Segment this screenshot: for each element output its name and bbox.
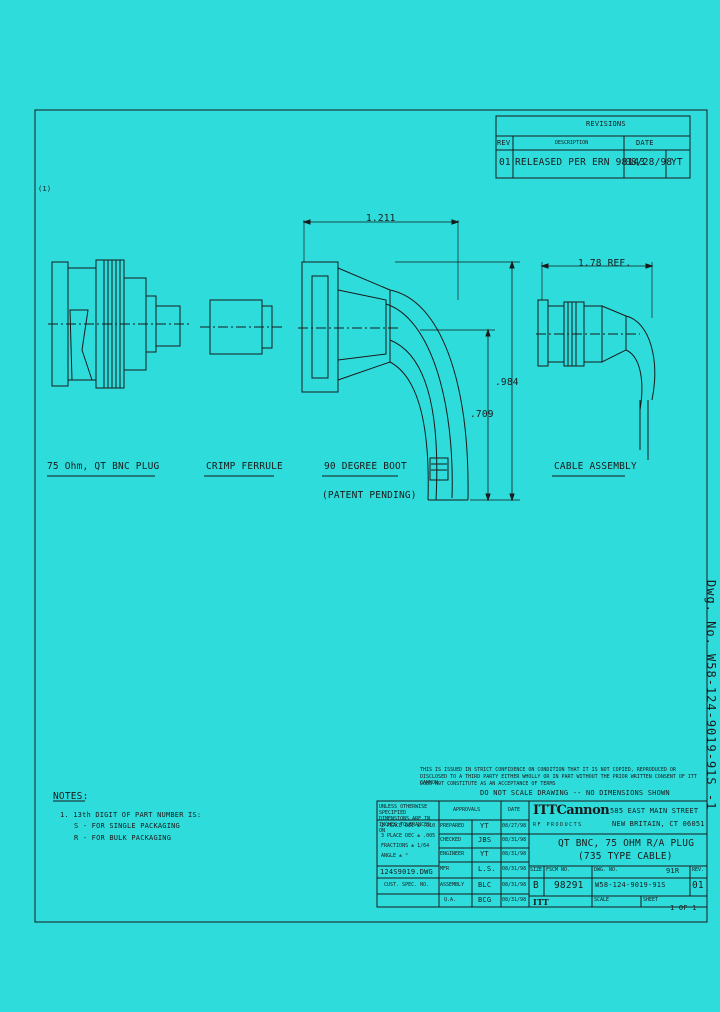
approval-date: 08/31/98: [502, 882, 527, 888]
customer-spec-label: CUST. SPEC. NO.: [384, 882, 430, 888]
label-patent-pending: (PATENT PENDING): [322, 490, 417, 501]
notes-title: NOTES:: [53, 791, 89, 802]
approval-name: BCG: [478, 896, 492, 904]
revisions-block: [495, 115, 691, 179]
note-1b: R - FOR BULK PACKAGING: [74, 834, 172, 842]
approval-date: 08/31/98: [502, 866, 527, 872]
approvals-header: APPROVALS: [453, 807, 481, 813]
dwg-no-value: W58-124-9019-91S: [595, 881, 666, 889]
note-1: 1. 13th DIGIT OF PART NUMBER IS:: [60, 811, 202, 819]
scale-label: SCALE: [594, 897, 610, 903]
label-crimp-ferrule: CRIMP FERRULE: [206, 461, 283, 472]
company-address-2: NEW BRITAIN, CT 06051: [612, 820, 705, 828]
crimp-ferrule-drawing: [200, 299, 282, 355]
size-label: SIZE: [530, 867, 543, 873]
approval-role: PREPARED: [440, 823, 465, 829]
company-address-1: 585 EAST MAIN STREET: [610, 807, 699, 815]
tolerance-3-place: 3 PLACE DEC ± .005: [381, 833, 436, 839]
company-logo: ITTCannon: [533, 803, 610, 818]
fscm-value: 98291: [554, 880, 584, 891]
date-col-header: DATE: [636, 139, 654, 147]
company-subtitle: RF PRODUCTS: [533, 822, 583, 828]
approval-date: 08/31/98: [502, 851, 527, 857]
approval-role: ENGINEER: [440, 851, 465, 857]
approval-date: 08/31/98: [502, 897, 527, 903]
dimension-cable-ref: 1.78 REF.: [578, 258, 632, 269]
title-block-lines: [376, 800, 708, 908]
cable-assembly-drawing: [536, 262, 656, 460]
drawing-file-name: 124S9019.DWG: [380, 868, 433, 876]
dimension-boot-width: 1.211: [366, 213, 396, 224]
dimension-boot-height: .984: [495, 377, 519, 388]
revision-row-rev: 01: [499, 157, 511, 168]
tolerance-angle: ANGLE ± °: [381, 853, 409, 859]
confidential-notice-2: DOES NOT CONSTITUTE AS AN ACCEPTANCE OF …: [420, 781, 556, 787]
revisions-header: REVISIONS: [586, 120, 626, 128]
label-bnc-plug: 75 Ohm, QT BNC PLUG: [47, 461, 160, 472]
drawing-border: [34, 109, 708, 923]
approval-name: YT: [480, 822, 489, 830]
dwg-no-label: DWG. NO.: [594, 867, 619, 873]
rev-col-header: REV: [497, 139, 511, 147]
approval-role: ASSEMBLY: [440, 882, 465, 888]
note-1a: S - FOR SINGLE PACKAGING: [74, 822, 180, 830]
zone-mark: (1): [38, 185, 52, 193]
revision-row-by: YT: [671, 157, 683, 168]
dwg-suffix: 91R: [666, 867, 680, 875]
bnc-plug-drawing: [48, 259, 190, 389]
approval-name: BLC: [478, 881, 492, 889]
do-not-scale-note: DO NOT SCALE DRAWING -- NO DIMENSIONS SH…: [480, 789, 670, 797]
tolerance-2-place: 2 PLACE DEC ± .010: [381, 823, 436, 829]
approval-name: L.S.: [478, 865, 496, 873]
approval-date: 08/27/98: [502, 823, 527, 829]
revision-row-description: RELEASED PER ERN 98143: [515, 157, 646, 168]
approval-name: YT: [480, 850, 489, 858]
side-drawing-number: Dwg. No. W58-124-9019-91S -1: [704, 580, 718, 811]
tolerance-header: UNLESS OTHERWISE SPECIFIED DIMENSIONS AR…: [379, 804, 431, 834]
approval-name: JBS: [478, 836, 492, 844]
description-col-header: DESCRIPTION: [555, 140, 589, 146]
size-value: B: [533, 880, 539, 891]
tolerance-fractions: FRACTIONS ± 1/64: [381, 843, 430, 849]
label-boot: 90 DEGREE BOOT: [324, 461, 407, 472]
rev-value: 01: [692, 880, 704, 891]
sheet-value: 1 OF 1: [670, 904, 697, 912]
approvals-date-header: DATE: [508, 807, 521, 813]
footer-logo: ITT: [533, 897, 549, 907]
approval-role: Q.A.: [444, 897, 457, 903]
drawing-title-line-2: (735 TYPE CABLE): [578, 851, 673, 862]
label-cable-assembly: CABLE ASSEMBLY: [554, 461, 637, 472]
approval-role: MFR: [440, 866, 450, 872]
drawing-title-line-1: QT BNC, 75 OHM R/A PLUG: [558, 838, 695, 849]
fscm-label: FSCM NO.: [546, 867, 571, 873]
dimension-boot-inner: .709: [470, 409, 494, 420]
approval-role: CHECKED: [440, 837, 462, 843]
rev-label: REV.: [692, 867, 705, 873]
revision-row-date: 08/28/98: [625, 157, 673, 168]
approval-date: 08/31/98: [502, 837, 527, 843]
boot-drawing: [298, 219, 520, 502]
confidential-notice: THIS IS ISSUED IN STRICT CONFIDENCE ON C…: [420, 767, 697, 786]
sheet-label: SHEET: [643, 897, 659, 903]
